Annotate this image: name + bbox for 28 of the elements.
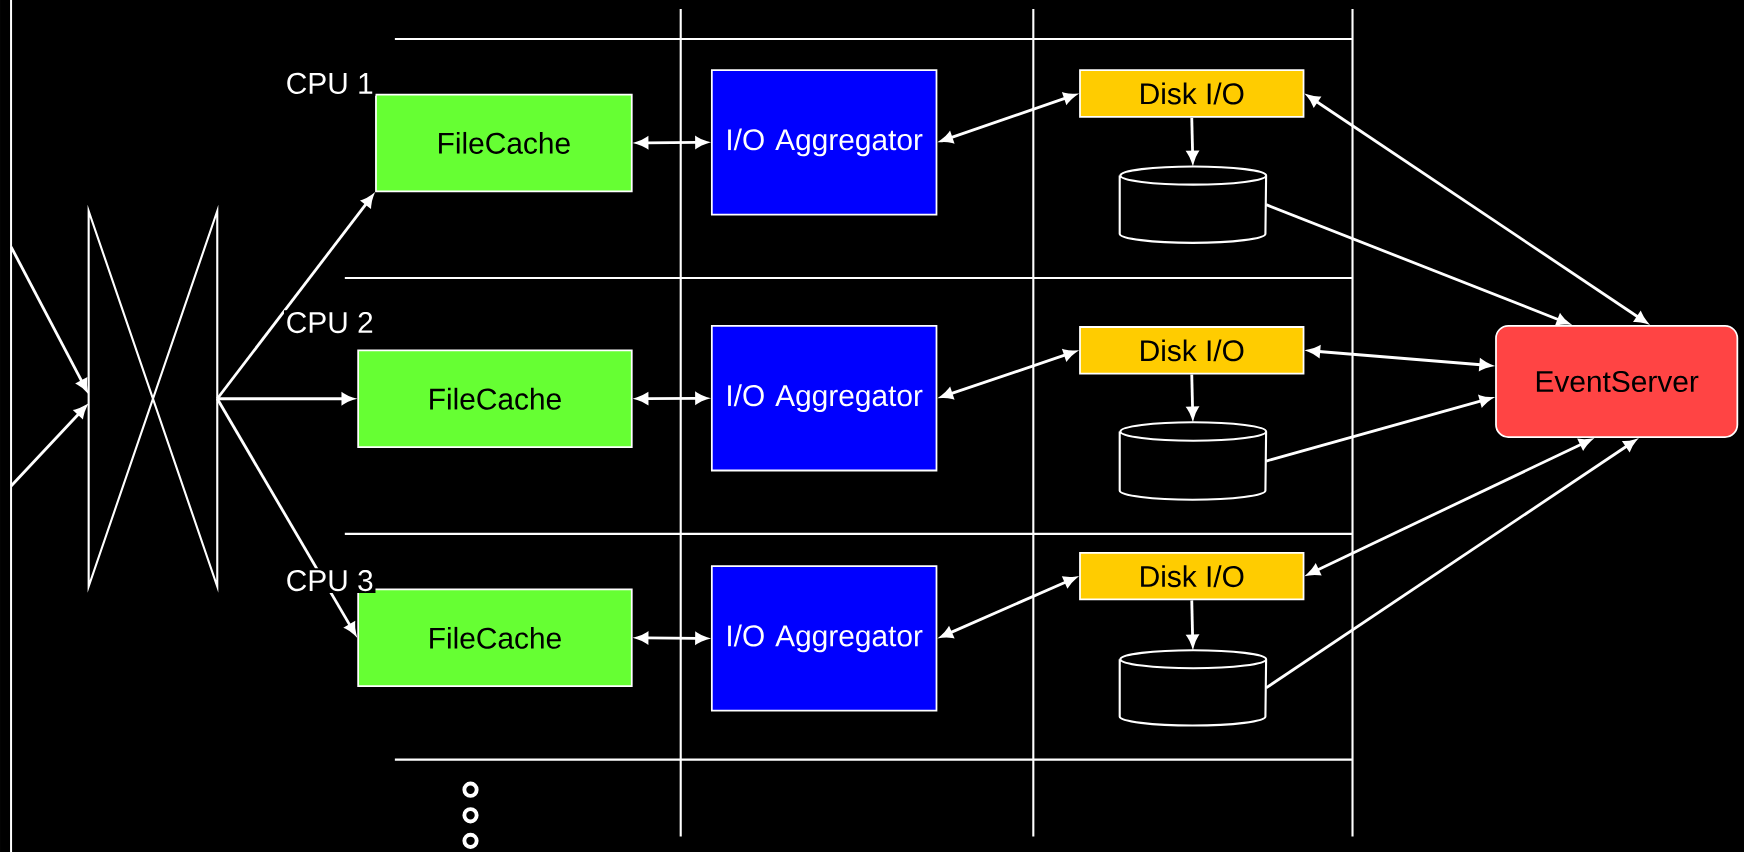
arrow: [1307, 345, 1492, 371]
arrow: [216, 194, 374, 400]
arrow: [9, 246, 88, 392]
aggregator-box: I/O Aggregator: [710, 565, 938, 712]
arrow: [1186, 374, 1199, 419]
arrow: [216, 398, 357, 635]
disk-io-box: Disk I/O: [1079, 326, 1305, 375]
switch-symbol: [87, 204, 219, 593]
arrow: [636, 136, 708, 149]
disk-cylinder: [1118, 649, 1268, 727]
aggregator-box: I/O Aggregator: [710, 325, 938, 472]
arrow: [10, 405, 87, 487]
cache-box: FileCache: [357, 349, 633, 448]
disk-io-box: Disk I/O: [1079, 551, 1305, 601]
arrow: [1186, 600, 1199, 647]
disk-cylinder: [1118, 421, 1268, 501]
disk-io-box: Disk I/O: [1079, 69, 1305, 118]
cpu-label: CPU 1: [283, 71, 376, 96]
cpu-label: CPU 2: [283, 310, 376, 335]
arrow: [1265, 439, 1637, 690]
disk-cylinder: [1118, 165, 1268, 244]
server-box: EventServer: [1495, 325, 1739, 438]
cache-box: FileCache: [375, 93, 633, 193]
arrow: [1186, 117, 1199, 163]
cpu-label: CPU 3: [283, 568, 376, 593]
arrow: [1265, 395, 1492, 463]
aggregator-box: I/O Aggregator: [710, 69, 938, 216]
arrow: [1307, 438, 1592, 576]
